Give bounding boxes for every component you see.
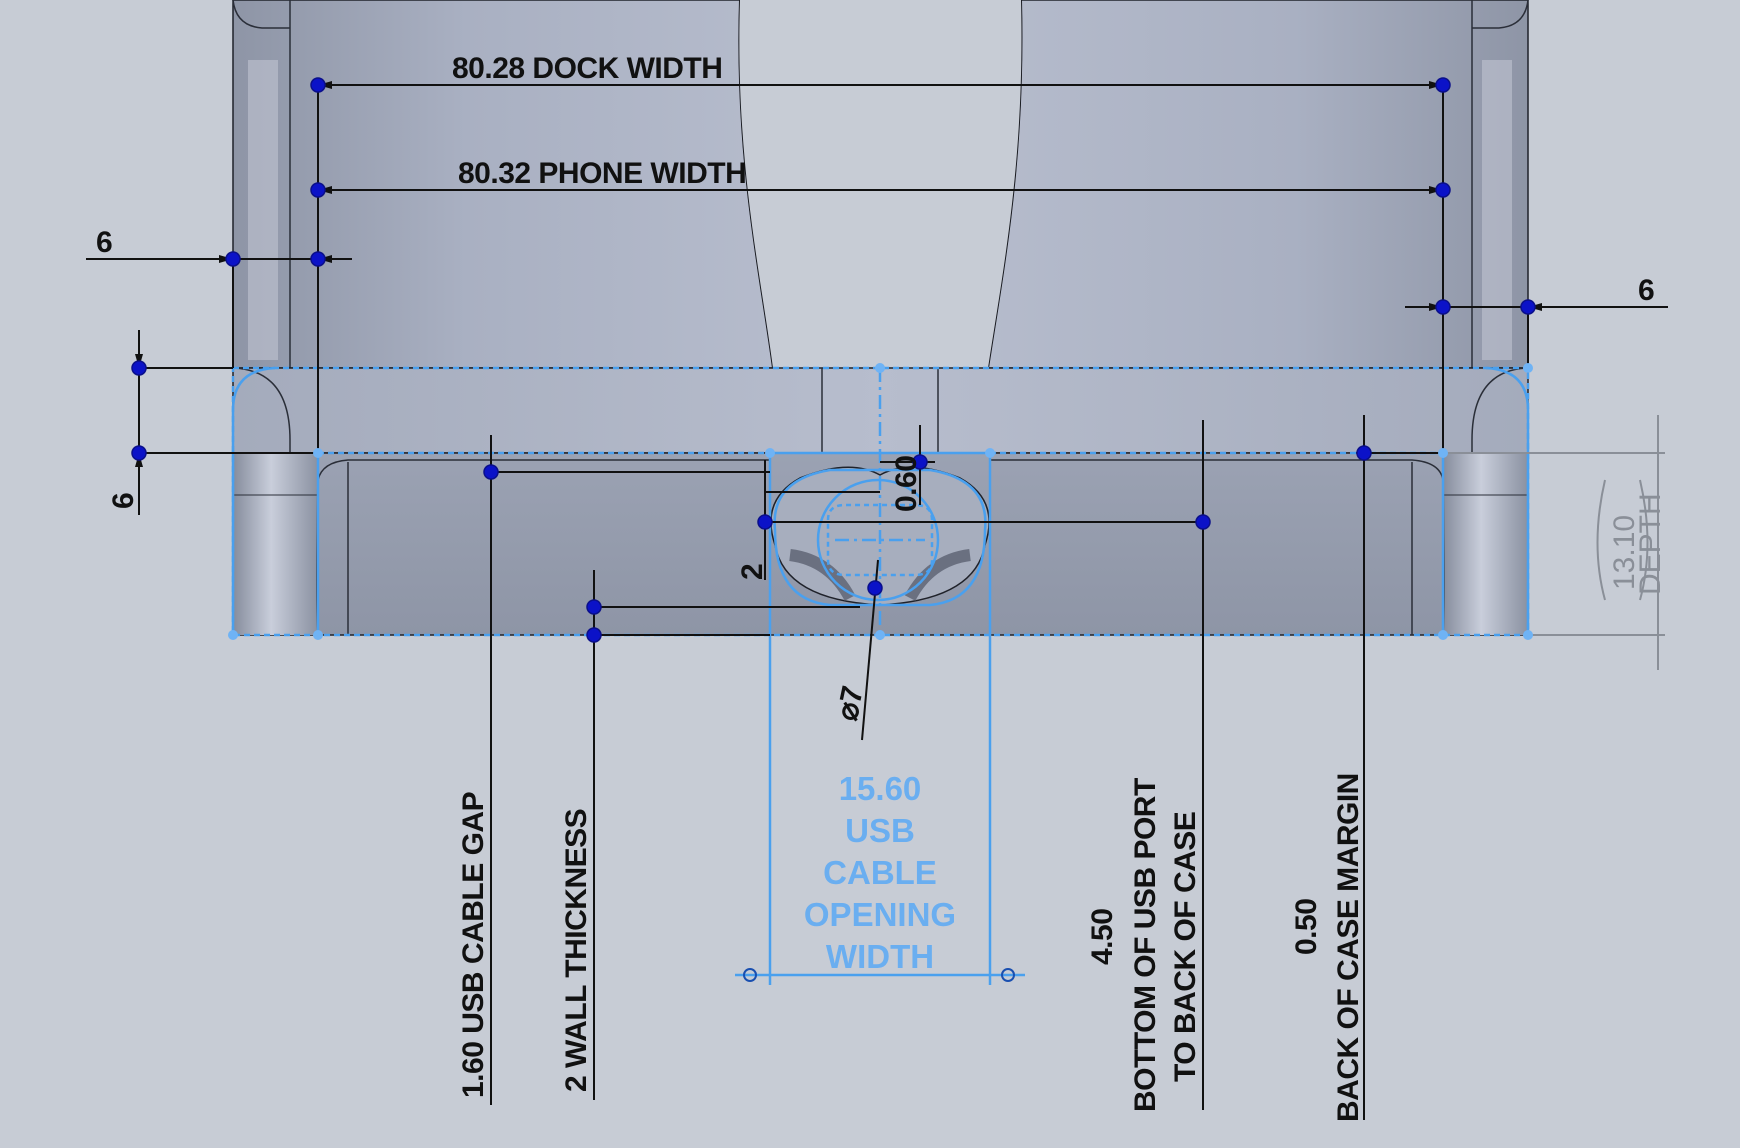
usb-cable-gap-label[interactable]: 1.60 USB CABLE GAP: [457, 792, 490, 1098]
sketch-points[interactable]: [131, 77, 1536, 982]
opening-width-text: WIDTH: [826, 938, 934, 975]
band-corner: [1471, 367, 1529, 453]
margin-value-label[interactable]: 0.50: [1290, 899, 1323, 955]
opening-width-value[interactable]: 15.60: [839, 770, 922, 807]
port-value-label[interactable]: 4.50: [1086, 909, 1119, 965]
vertical-offset-label[interactable]: 6: [107, 493, 140, 509]
usb-hole-circle[interactable]: [816, 478, 940, 602]
band-corner: [232, 367, 291, 453]
post-highlight: [248, 60, 278, 360]
depth-value[interactable]: 13.10: [1608, 515, 1641, 590]
lower-post-left: [233, 453, 318, 635]
port-text-line1: BOTTOM OF USB PORT: [1129, 778, 1162, 1112]
left-offset-label[interactable]: 6: [96, 226, 113, 259]
phone-width-label[interactable]: 80.32 PHONE WIDTH: [458, 157, 747, 190]
opening-width-text: USB: [845, 812, 915, 849]
usb-slot-height-label[interactable]: 0.60: [890, 456, 923, 512]
port-text-line2: TO BACK OF CASE: [1169, 812, 1202, 1082]
dock-width-label[interactable]: 80.28 DOCK WIDTH: [452, 52, 723, 85]
sketch-corner[interactable]: [231, 366, 1530, 635]
usb-plug-sketch[interactable]: [826, 503, 934, 577]
dock-middle-band: [232, 367, 1529, 454]
right-offset-label[interactable]: 6: [1638, 274, 1655, 307]
usb-opening-profile[interactable]: [773, 468, 987, 607]
body-corner: [1472, 0, 1529, 29]
sketch-inner-wall[interactable]: [316, 453, 1445, 635]
hole-diameter-label[interactable]: ⌀7: [831, 684, 870, 724]
cutout-opening: [739, 0, 1022, 368]
post-highlight: [1482, 60, 1512, 360]
lower-post-right: [1443, 453, 1528, 635]
usb-cable-right: [904, 549, 971, 601]
wall-thickness-label[interactable]: 2 WALL THICKNESS: [560, 809, 593, 1092]
depth-label: DEPTH: [1634, 493, 1667, 595]
margin-text-label: BACK OF CASE MARGIN: [1332, 773, 1365, 1122]
depth-dimension[interactable]: [1443, 415, 1665, 670]
body-corner: [232, 0, 290, 29]
usb-wall-step-label[interactable]: 2: [736, 564, 769, 580]
opening-width-text: CABLE: [823, 854, 937, 891]
opening-width-text: OPENING: [804, 896, 956, 933]
